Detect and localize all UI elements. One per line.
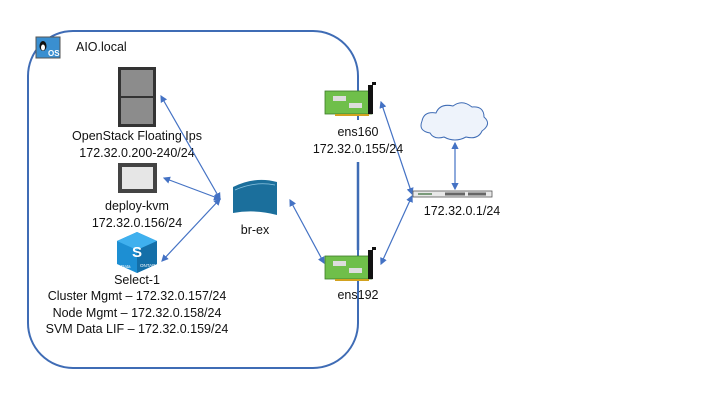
linux-os-icon: OS: [35, 36, 61, 59]
ens160-ip: 172.32.0.155/24: [313, 142, 403, 156]
arrow-bridge-kvm: [162, 176, 222, 201]
host-name: AIO.local: [76, 40, 127, 54]
switch-ip: 172.32.0.1/24: [424, 204, 501, 218]
bridge-label: br-ex: [241, 223, 270, 237]
arrow-bridge-select: [161, 198, 221, 262]
internet-cloud-icon: [420, 102, 488, 141]
vm-monitor-icon: [118, 163, 157, 193]
ontap-select-icon: S Data ONTAP: [117, 232, 157, 273]
ens192-label: ens192: [337, 288, 378, 302]
deploy-kvm-label: deploy-kvm: [105, 199, 169, 213]
cluster-mgmt-ip: Cluster Mgmt – 172.32.0.157/24: [48, 289, 227, 303]
arrow-switch-ens192: [380, 194, 413, 266]
deploy-kvm-ip: 172.32.0.156/24: [92, 216, 182, 230]
select-label: Select-1: [114, 273, 160, 287]
floating-ips-ip: 172.32.0.200-240/24: [79, 146, 194, 160]
arrow-bridge-ens192: [289, 198, 325, 265]
node-mgmt-ip: Node Mgmt – 172.32.0.158/24: [53, 306, 222, 320]
svg-text:S: S: [132, 244, 142, 261]
arrow-switch-ens160: [379, 100, 414, 196]
nic-ens192-icon: [324, 247, 376, 281]
svm-data-lif-ip: SVM Data LIF – 172.32.0.159/24: [46, 322, 229, 336]
ens160-label: ens160: [337, 125, 378, 139]
svg-text:Data: Data: [121, 264, 131, 269]
network-switch-icon: [412, 190, 493, 198]
svg-text:OS: OS: [48, 49, 60, 58]
bridge-icon: [233, 179, 277, 215]
floating-ips-label: OpenStack Floating Ips: [72, 129, 202, 143]
svg-text:ONTAP: ONTAP: [140, 263, 155, 268]
nic-ens160-icon: [324, 82, 376, 116]
server-rack-icon: [118, 67, 156, 127]
